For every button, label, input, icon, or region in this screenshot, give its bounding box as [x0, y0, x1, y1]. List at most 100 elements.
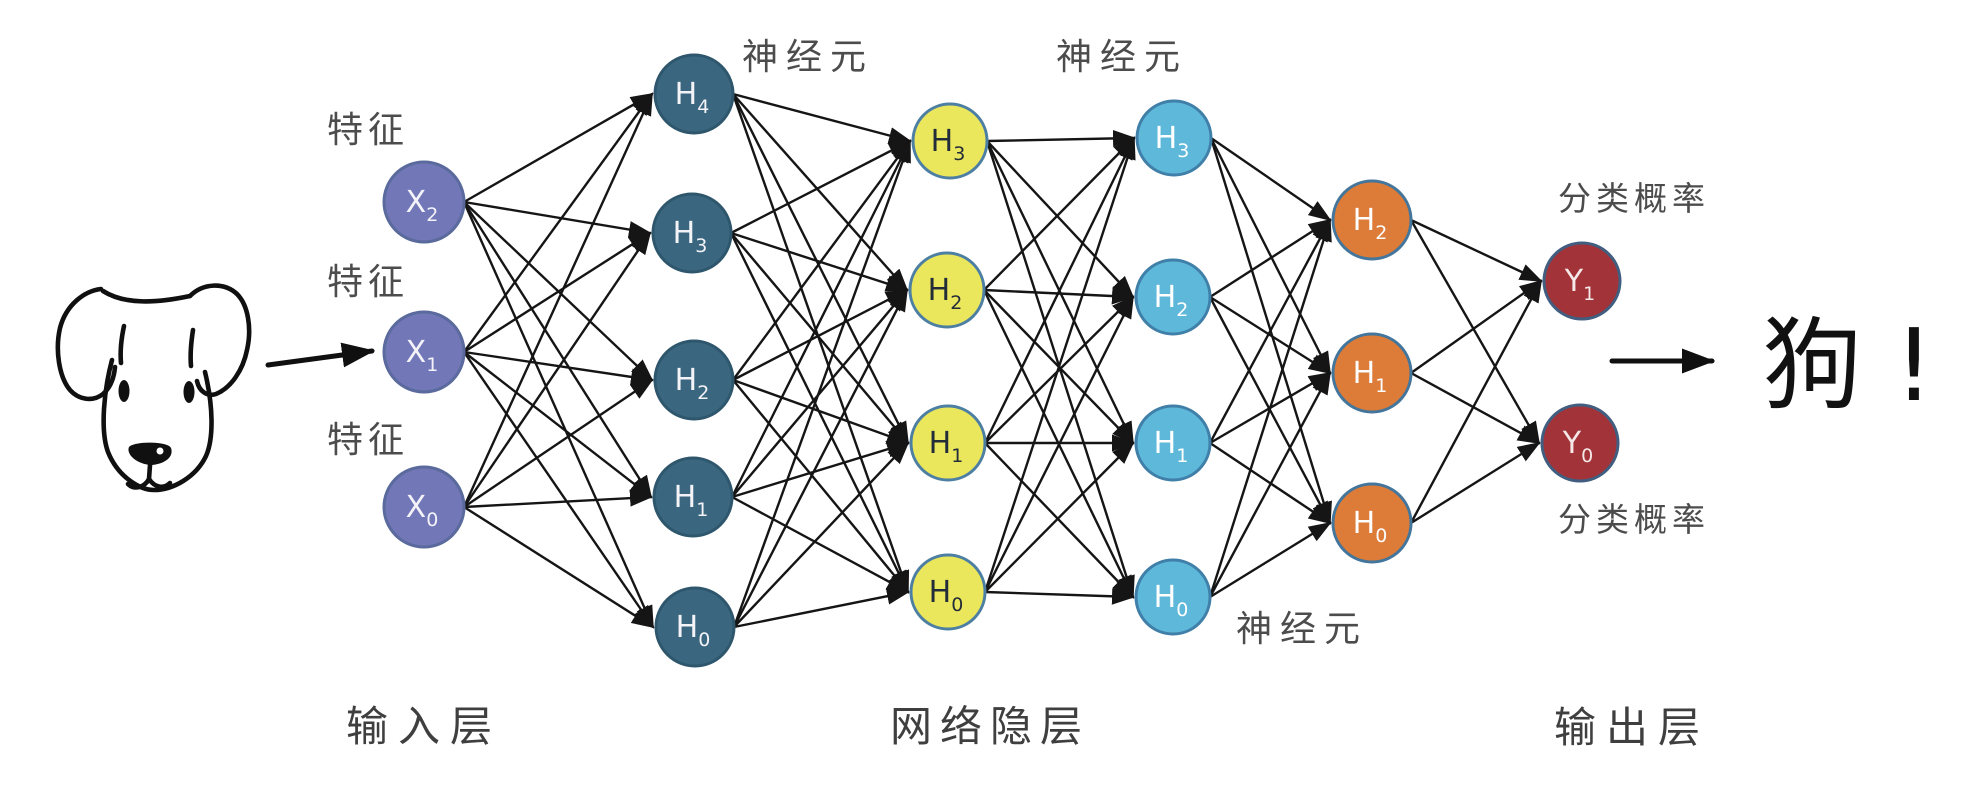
edge-line	[731, 441, 910, 499]
node-circle	[382, 310, 466, 394]
edge-line	[983, 136, 1136, 444]
node-hidden-layer-2-H0: H0	[909, 553, 987, 631]
edge-line	[1210, 137, 1332, 222]
node-label: H0	[1154, 580, 1189, 621]
dog-mouth	[125, 476, 173, 490]
edge-line	[732, 139, 912, 381]
node-circle	[1134, 404, 1212, 482]
annotation-label: 网络隐层	[890, 702, 1090, 751]
edge-line	[1410, 371, 1541, 445]
dog-face-outline	[101, 357, 214, 493]
node-hidden-layer-1-H3: H3	[651, 192, 733, 274]
node-output-layer-Y1: Y1	[1542, 241, 1622, 321]
edge-line	[732, 93, 909, 292]
edge-line	[1209, 295, 1332, 375]
edge-line	[462, 201, 653, 499]
node-circle	[654, 586, 736, 668]
node-circle	[1331, 179, 1413, 261]
edge-line	[983, 136, 1136, 593]
edge-line	[463, 92, 654, 204]
edge-line	[733, 587, 910, 629]
node-label: H0	[676, 610, 711, 651]
node-circle	[1135, 99, 1213, 177]
text-annotations: 特征特征特征神经元神经元神经元分类概率分类概率输入层网络隐层输出层狗 !	[327, 37, 1934, 752]
edge-line	[1209, 521, 1332, 599]
edge-line	[462, 201, 655, 629]
node-hidden-layer-4-H0: H0	[1331, 482, 1413, 564]
dog-inner-ear-left	[118, 323, 127, 366]
annotation-label: 输入层	[346, 702, 502, 751]
edge-line	[463, 231, 652, 508]
edge-line	[1409, 279, 1543, 524]
edge-line	[1209, 218, 1332, 299]
annotation-label: 分类概率	[1558, 179, 1710, 218]
edge-line	[463, 351, 655, 629]
node-circle	[382, 160, 466, 244]
dog-left-eye	[118, 380, 130, 402]
edge-line	[983, 295, 1135, 593]
node-input-layer-X0: X0	[382, 465, 466, 549]
edge-line	[1410, 441, 1541, 525]
annotation-label: 神经元	[1236, 609, 1368, 650]
node-hidden-layer-3-H3: H3	[1135, 99, 1213, 177]
edge-line	[1209, 137, 1332, 375]
annotation-label: 分类概率	[1558, 500, 1710, 539]
node-hidden-layer-1-H1: H1	[652, 456, 734, 538]
node-label: H0	[929, 575, 964, 616]
edge-line	[463, 350, 654, 386]
node-circle	[909, 553, 987, 631]
node-circle	[651, 192, 733, 274]
edge-line	[730, 139, 912, 498]
node-label: H4	[675, 77, 710, 118]
edge-line	[730, 139, 912, 235]
edge-line	[1410, 218, 1543, 283]
node-circle	[911, 102, 989, 180]
edge-line	[984, 587, 1135, 605]
node-circle	[652, 456, 734, 538]
dog-nose-highlight	[156, 447, 164, 455]
edge-line	[984, 442, 1135, 599]
edge-line	[462, 92, 654, 508]
node-circle	[908, 251, 986, 329]
node-label: X0	[406, 490, 439, 531]
annotation-label: 特征	[327, 110, 409, 151]
edge-line	[732, 379, 910, 594]
node-label: H3	[673, 216, 708, 257]
annotation-label: 神经元	[1056, 37, 1188, 78]
node-circle	[1540, 403, 1620, 483]
node-label: H3	[1155, 121, 1190, 162]
node-circle	[1134, 558, 1212, 636]
edge-line	[983, 136, 1136, 291]
dog-philtrum	[146, 462, 153, 482]
dog-inner-ear-right	[188, 327, 196, 369]
edge-line	[463, 351, 653, 499]
input-flow-arrow	[265, 342, 375, 368]
annotation-label: 输出层	[1554, 703, 1710, 752]
edge-line	[1208, 371, 1332, 598]
node-label: X2	[406, 185, 439, 226]
node-output-layer-Y0: Y0	[1540, 403, 1620, 483]
edge-line	[984, 441, 1135, 593]
node-label: H1	[1154, 426, 1189, 467]
node-label: H1	[674, 480, 709, 521]
edge-line	[732, 378, 910, 445]
node-label: H2	[1353, 203, 1388, 244]
edge-line	[733, 441, 910, 628]
node-input-layer-X2: X2	[382, 160, 466, 244]
edge-line	[731, 495, 910, 594]
node-circle	[1542, 241, 1622, 321]
edge-line	[1409, 219, 1541, 445]
node-label: H2	[928, 273, 963, 314]
edge-line	[729, 232, 910, 594]
node-hidden-layer-3-H2: H2	[1134, 258, 1212, 336]
node-label: Y1	[1564, 264, 1595, 305]
node-hidden-layer-4-H1: H1	[1331, 332, 1413, 414]
node-hidden-layer-3-H0: H0	[1134, 558, 1212, 636]
node-circle	[1331, 482, 1413, 564]
node-hidden-layer-1-H0: H0	[654, 586, 736, 668]
node-circle	[382, 465, 466, 549]
node-circle	[653, 339, 735, 421]
annotation-label: 特征	[327, 420, 409, 461]
